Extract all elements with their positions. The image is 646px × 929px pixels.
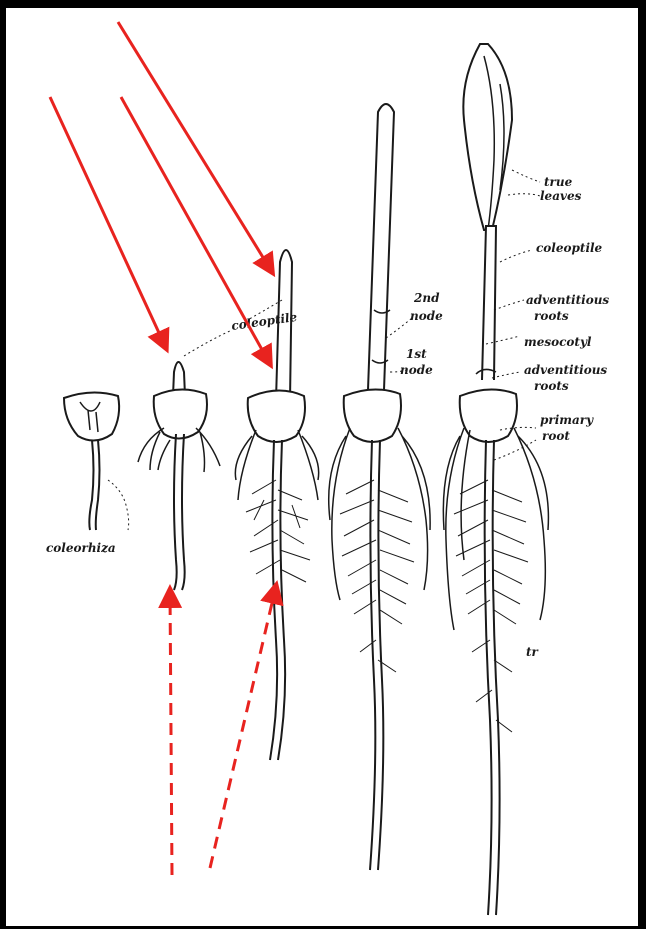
coleoptile-stage-5 — [482, 226, 496, 380]
seedling-stage-5 — [443, 44, 548, 915]
seed-stage-1 — [64, 392, 119, 440]
label-true: true — [544, 175, 573, 189]
label-2nd-node-a: 2nd — [413, 291, 440, 305]
label-2nd-node-b: node — [410, 309, 443, 323]
label-coleorhiza: coleorhiza — [46, 541, 116, 555]
label-tr: tr — [526, 645, 540, 659]
label-adventitious-lower-a: adventitious — [524, 363, 607, 377]
primary-root-stage-5 — [485, 440, 500, 915]
label-primary: primary — [540, 413, 594, 427]
label-adventitious-lower-b: roots — [534, 379, 569, 393]
seedling-stage-1 — [64, 392, 129, 530]
label-mesocotyl: mesocotyl — [524, 335, 592, 349]
label-adventitious-upper-a: adventitious — [526, 293, 609, 307]
seedling-stage-4 — [329, 104, 430, 870]
arrow-coleoptile-tip-stage-3 — [118, 22, 272, 272]
primary-root-stage-3 — [270, 440, 285, 760]
arrow-root-tip-stage-3 — [210, 586, 276, 868]
coleorhiza-root — [89, 440, 99, 530]
seedling-stage-2 — [138, 362, 220, 590]
labels: true leaves coleoptile 2nd node adventit… — [46, 175, 609, 659]
arrow-coleoptile-stage-2 — [50, 97, 166, 348]
arrow-root-tip-stage-2 — [170, 590, 172, 875]
seed-stage-4 — [344, 389, 401, 442]
label-1st-node-a: 1st — [406, 347, 427, 361]
label-root: root — [542, 429, 570, 443]
coleoptile-stage-4 — [368, 104, 394, 390]
annotation-arrows — [50, 22, 276, 875]
label-leaves: leaves — [540, 189, 582, 203]
seed-stage-3 — [248, 390, 305, 442]
primary-root-stage-4 — [370, 440, 383, 870]
label-1st-node-b: node — [400, 363, 433, 377]
primary-root-stage-2 — [174, 434, 185, 590]
label-adventitious-upper-b: roots — [534, 309, 569, 323]
seed-stage-5 — [460, 389, 517, 442]
label-coleoptile-right: coleoptile — [536, 241, 603, 255]
